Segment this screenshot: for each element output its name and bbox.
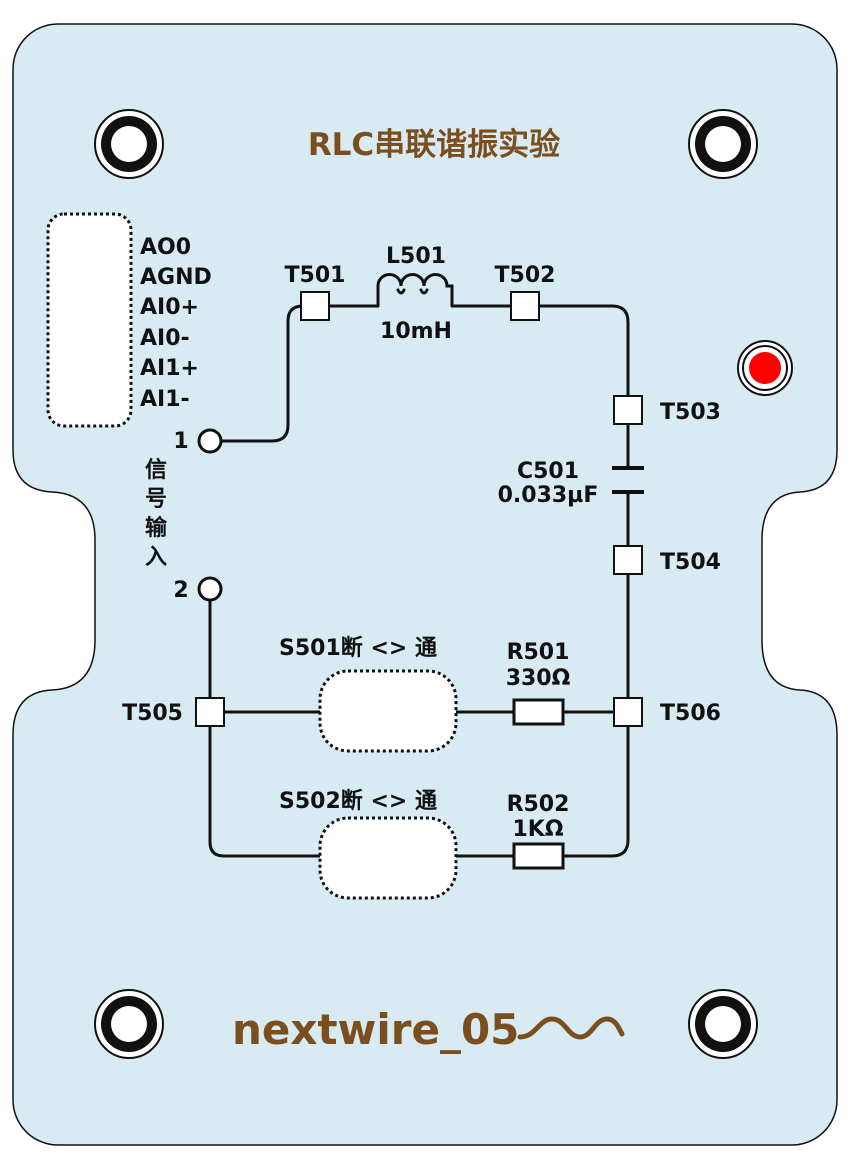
switch1-label: S501断 <> 通 <box>279 635 437 661</box>
terminal-label-t505: T505 <box>122 701 183 726</box>
resistor1-value: 330Ω <box>506 666 571 691</box>
terminal-label-t503: T503 <box>660 400 721 425</box>
signal-input-label-char-4: 入 <box>145 545 167 570</box>
signal-input-pin-2[interactable] <box>197 576 223 602</box>
terminal-pad-t505[interactable] <box>195 697 225 727</box>
terminal-label-t502: T502 <box>495 263 556 288</box>
signal-input-pin-1[interactable] <box>197 428 223 454</box>
terminal-label-t504: T504 <box>660 550 721 575</box>
mounting-hole-bottom-left <box>94 989 164 1059</box>
signal-pin-1-label: 1 <box>173 429 188 454</box>
circuit-wires <box>208 304 630 858</box>
inductor-name: L501 <box>386 244 446 269</box>
mounting-hole-top-left <box>94 109 164 179</box>
inductor-l501 <box>376 273 454 308</box>
signal-input-label-char-1: 信 <box>145 457 167 483</box>
sine-wave-icon <box>517 1016 625 1040</box>
pin-label-ai1-plus: AI1+ <box>140 356 199 381</box>
terminal-pad-t501[interactable] <box>300 291 330 321</box>
signal-input-label-char-2: 号 <box>145 487 167 512</box>
signal-input-label-char-3: 输 <box>145 515 168 541</box>
pin-label-ai1-minus: AI1- <box>140 387 190 412</box>
terminal-pad-t506[interactable] <box>613 697 643 727</box>
capacitor-name: C501 <box>517 459 579 484</box>
resistor-r502 <box>512 842 565 870</box>
pin-label-ai0-plus: AI0+ <box>140 295 199 320</box>
terminal-pad-t503[interactable] <box>613 395 643 425</box>
pin-label-ai0-minus: AI0- <box>140 326 190 351</box>
terminal-pad-t504[interactable] <box>613 545 643 575</box>
pin-label-ao0: AO0 <box>140 235 191 260</box>
board-outline <box>12 23 838 1146</box>
resistor1-name: R501 <box>507 640 570 665</box>
resistor-r501 <box>512 698 565 726</box>
connector-outline <box>46 212 133 428</box>
terminal-pad-t502[interactable] <box>510 291 540 321</box>
terminal-label-t501: T501 <box>285 263 346 288</box>
resistor2-value: 1KΩ <box>512 817 563 842</box>
pin-label-agnd: AGND <box>140 265 212 290</box>
led-indicator <box>737 340 793 396</box>
switch-s501-pad[interactable] <box>318 669 458 753</box>
switch2-label: S502断 <> 通 <box>279 788 437 814</box>
signal-pin-2-label: 2 <box>173 578 188 603</box>
capacitor-value: 0.033µF <box>498 483 599 508</box>
terminal-label-t506: T506 <box>660 701 721 726</box>
brand-logo-text: nextwire_05 <box>232 1005 519 1054</box>
resistor2-name: R502 <box>507 792 570 817</box>
inductor-value: 10mH <box>380 319 452 344</box>
capacitor-c501 <box>612 466 644 494</box>
switch-s502-pad[interactable] <box>318 816 458 900</box>
mounting-hole-top-right <box>688 109 758 179</box>
board-title: RLC串联谐振实验 <box>308 127 560 163</box>
mounting-hole-bottom-right <box>688 989 758 1059</box>
